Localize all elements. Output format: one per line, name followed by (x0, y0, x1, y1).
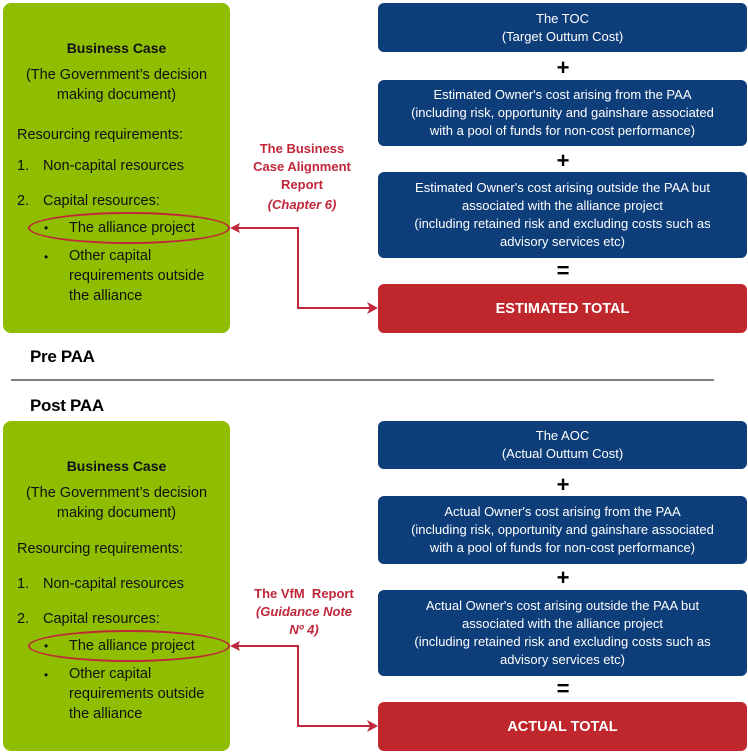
item-non-capital: Non-capital resources (43, 576, 185, 592)
business-case-subtitle: (The Government’s decision making docume… (3, 483, 230, 523)
box-line: (including retained risk and excluding c… (414, 216, 711, 231)
box-line: Estimated Owner's cost arising from the … (433, 87, 692, 102)
highlight-ellipse (28, 212, 230, 244)
connector-line (232, 227, 372, 309)
subtitle-line: making document) (56, 505, 177, 521)
arrowhead-left-icon (230, 641, 240, 651)
item-number: 2. (17, 193, 30, 209)
estimated-total-box: ESTIMATED TOTAL (378, 284, 747, 333)
box-line: The AOC (535, 428, 590, 443)
box-line: with a pool of funds for non-cost perfor… (429, 123, 696, 138)
estimated-owner-cost-paa-box: Estimated Owner's cost arising from the … (378, 80, 747, 146)
post-business-case-box: Business Case (The Government’s decision… (3, 421, 230, 751)
bullet-line: Other capital (69, 248, 152, 264)
vfm-report-label: The VfM Report (Guidance Note Nº 4) (240, 585, 368, 639)
subtitle-line: making document) (56, 87, 177, 103)
arrowhead-left-icon (230, 223, 240, 233)
item-capital: Capital resources: (43, 611, 160, 627)
bullet-icon: • (44, 250, 49, 264)
box-line: (Actual Outtum Cost) (501, 446, 624, 461)
bullet-line: the alliance (69, 288, 143, 304)
equals-operator: = (556, 676, 570, 701)
bullet-line: the alliance (69, 706, 143, 722)
subtitle-line: (The Government’s decision (25, 67, 208, 83)
toc-box: The TOC (Target Outtum Cost) (378, 3, 747, 52)
business-case-alignment-report-label: The Business Case Alignment Report (Chap… (236, 140, 368, 214)
section-divider (11, 379, 714, 381)
equals-operator: = (556, 258, 570, 283)
pre-paa-label: Pre PAA (30, 347, 95, 366)
box-line: (including retained risk and excluding c… (414, 634, 711, 649)
business-case-subtitle: (The Government’s decision making docume… (3, 65, 230, 105)
bullet-icon: • (44, 668, 49, 682)
resourcing-label: Resourcing requirements: (17, 127, 184, 143)
bullet-other-capital: Other capital requirements outside the a… (69, 246, 204, 306)
box-line: advisory services etc) (500, 234, 625, 249)
business-case-title: Business Case (66, 40, 167, 56)
plus-operator: + (556, 148, 570, 173)
box-line: associated with the alliance project (462, 198, 663, 213)
actual-owner-cost-outside-box: Actual Owner's cost arising outside the … (378, 590, 747, 676)
post-paa-label: Post PAA (30, 396, 104, 415)
pre-business-case-box: Business Case (The Government’s decision… (3, 3, 230, 333)
box-line: with a pool of funds for non-cost perfor… (429, 540, 696, 555)
bullet-line: requirements outside (69, 686, 205, 702)
report-line: The Business (259, 141, 345, 156)
resourcing-label: Resourcing requirements: (17, 541, 184, 557)
report-guidance: Nº 4) (289, 622, 319, 637)
item-number: 2. (17, 611, 30, 627)
aoc-box: The AOC (Actual Outtum Cost) (378, 421, 747, 469)
actual-owner-cost-paa-box: Actual Owner's cost arising from the PAA… (378, 496, 747, 564)
bullet-other-capital: Other capital requirements outside the a… (69, 664, 204, 724)
connector-line (232, 645, 372, 727)
highlight-ellipse (28, 630, 230, 662)
box-line: (Target Outtum Cost) (501, 28, 624, 44)
bullet-line: requirements outside (69, 268, 205, 284)
report-guidance: (Guidance Note (255, 604, 353, 619)
subtitle-line: (The Government’s decision (25, 485, 208, 501)
arrowhead-right-icon (367, 720, 378, 732)
arrowhead-right-icon (367, 302, 378, 314)
report-chapter: (Chapter 6) (267, 197, 337, 212)
box-line: The TOC (536, 10, 589, 26)
bullet-line: Other capital (69, 666, 152, 682)
report-line: Case Alignment (253, 159, 351, 174)
plus-operator: + (556, 55, 570, 80)
actual-total-box: ACTUAL TOTAL (378, 702, 747, 751)
estimated-owner-cost-outside-box: Estimated Owner's cost arising outside t… (378, 172, 747, 258)
item-non-capital: Non-capital resources (43, 158, 185, 174)
post-paa-connector (232, 645, 372, 727)
box-line: (including risk, opportunity and gainsha… (411, 105, 714, 120)
report-line: The VfM Report (254, 586, 354, 601)
item-capital: Capital resources: (43, 193, 160, 209)
box-line: Actual Owner's cost arising outside the … (425, 598, 700, 613)
box-line: advisory services etc) (500, 652, 625, 667)
box-line: Estimated Owner's cost arising outside t… (415, 180, 710, 195)
box-line: (including risk, opportunity and gainsha… (411, 522, 714, 537)
item-number: 1. (17, 576, 30, 592)
business-case-title: Business Case (66, 458, 167, 474)
pre-paa-connector (232, 227, 372, 309)
item-number: 1. (17, 158, 30, 174)
plus-operator: + (556, 472, 570, 497)
box-line: associated with the alliance project (462, 616, 663, 631)
report-line: Report (281, 177, 323, 192)
plus-operator: + (556, 565, 570, 590)
box-line: Actual Owner's cost arising from the PAA (444, 504, 681, 519)
